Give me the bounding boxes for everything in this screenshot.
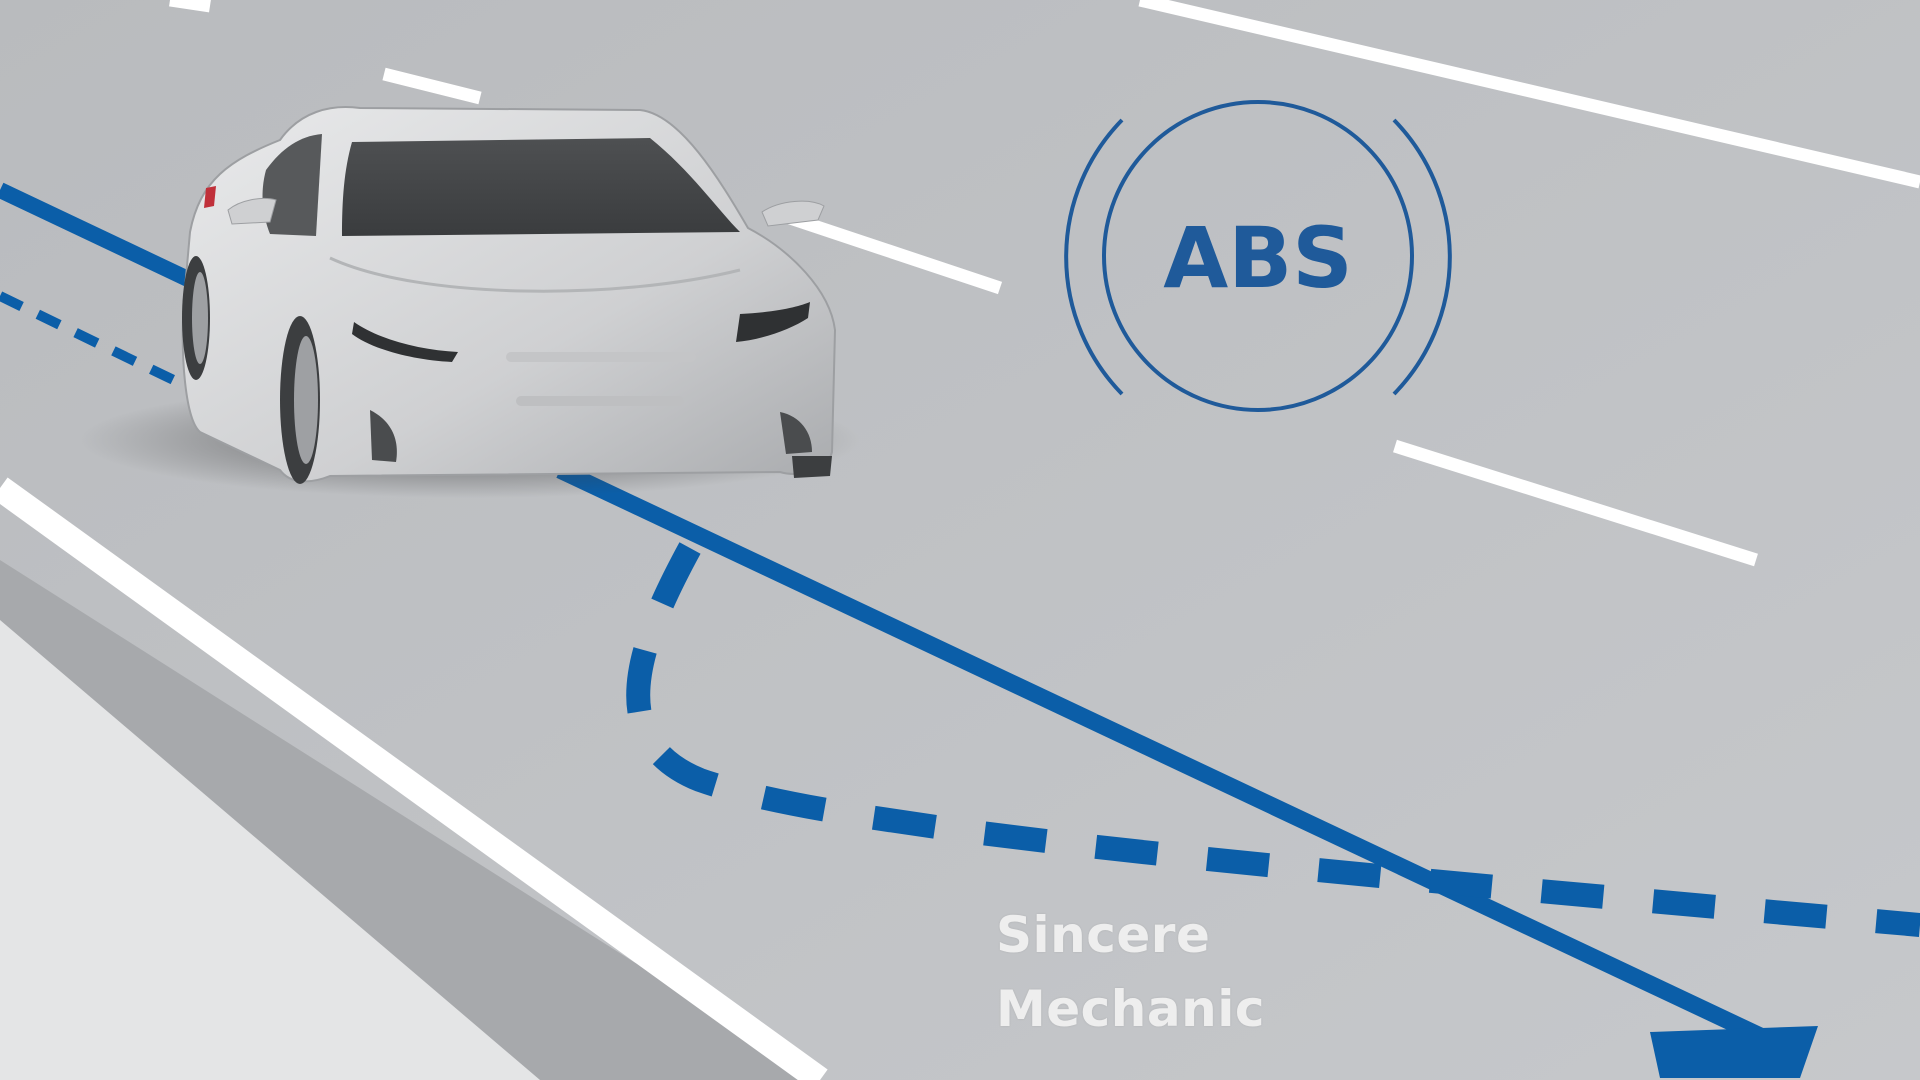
car-headlight-left (352, 322, 458, 362)
lane-markings (169, 0, 1920, 567)
car (181, 106, 837, 484)
steered-path-line (0, 182, 194, 288)
roadside-sidewalk (0, 620, 540, 1080)
skid-path-dashed-curve (626, 542, 1920, 937)
skid-path-dashed-left (0, 291, 193, 393)
road-edge-line (0, 477, 828, 1080)
watermark-line-1: Sincere (996, 906, 1211, 964)
abs-icon-circle (1102, 100, 1414, 412)
abs-warning-icon (1064, 100, 1452, 412)
car-wheel-right-front (792, 456, 832, 478)
car-windshield (342, 138, 740, 236)
abs-icon-label: ABS (1163, 209, 1353, 307)
abs-icon-left-bracket (1064, 118, 1124, 396)
watermark-line-2: Mechanic (996, 980, 1266, 1038)
steered-path-arrowhead (1650, 1026, 1818, 1078)
abs-icon-right-bracket (1392, 118, 1452, 396)
watermark: Sincere Mechanic (996, 898, 1265, 1046)
steered-path-line-front (556, 462, 1794, 1058)
car-headlight-right (736, 302, 810, 342)
